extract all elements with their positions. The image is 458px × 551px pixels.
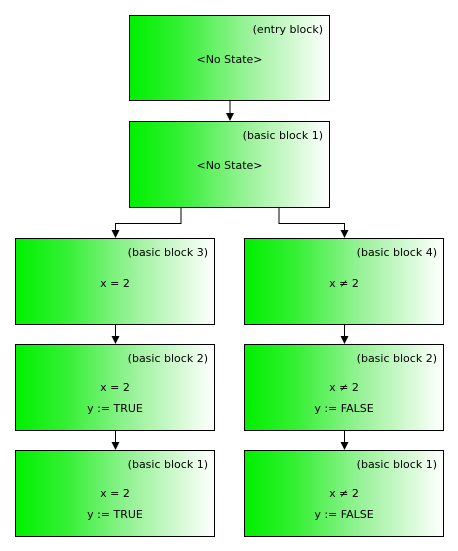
basic-block-1-left: (basic block 1) x = 2 y := TRUE (15, 450, 215, 537)
arrowhead-icon (226, 113, 234, 121)
block-state-line: x ≠ 2 (329, 277, 359, 290)
arrowhead-icon (340, 442, 349, 450)
block-title: (basic block 1) (127, 458, 208, 471)
block-state-line: x = 2 (100, 381, 130, 394)
block-title: (basic block 3) (127, 246, 208, 259)
block-state-line: y := TRUE (87, 402, 143, 415)
entry-block: (entry block) <No State> (129, 15, 330, 101)
basic-block-4: (basic block 4) x ≠ 2 (244, 238, 444, 325)
block-state-line: y := TRUE (87, 508, 143, 521)
basic-block-1-right: (basic block 1) x ≠ 2 y := FALSE (244, 450, 444, 537)
block-title: (basic block 1) (356, 458, 437, 471)
block-state-line: y := FALSE (314, 508, 374, 521)
block-title: (basic block 1) (242, 129, 323, 142)
block-state-line: x ≠ 2 (329, 381, 359, 394)
arrowhead-icon (111, 442, 120, 450)
block-state-line: x = 2 (100, 487, 130, 500)
arrowhead-icon (111, 230, 120, 238)
block-state-line: x ≠ 2 (329, 487, 359, 500)
block-state-line: y := FALSE (314, 402, 374, 415)
arrowhead-icon (340, 336, 349, 344)
block-state-line: <No State> (196, 53, 263, 66)
basic-block-1-top: (basic block 1) <No State> (129, 121, 330, 208)
edge-line (278, 208, 345, 232)
basic-block-2-right: (basic block 2) x ≠ 2 y := FALSE (244, 344, 444, 431)
arrowhead-icon (340, 230, 349, 238)
arrowhead-icon (111, 336, 120, 344)
block-title: (basic block 2) (127, 352, 208, 365)
block-title: (basic block 2) (356, 352, 437, 365)
block-state-line: <No State> (196, 159, 263, 172)
basic-block-2-left: (basic block 2) x = 2 y := TRUE (15, 344, 215, 431)
block-state-line: x = 2 (100, 277, 130, 290)
basic-block-3: (basic block 3) x = 2 (15, 238, 215, 325)
edge-line (115, 208, 182, 232)
block-title: (basic block 4) (356, 246, 437, 259)
block-title: (entry block) (252, 23, 323, 36)
